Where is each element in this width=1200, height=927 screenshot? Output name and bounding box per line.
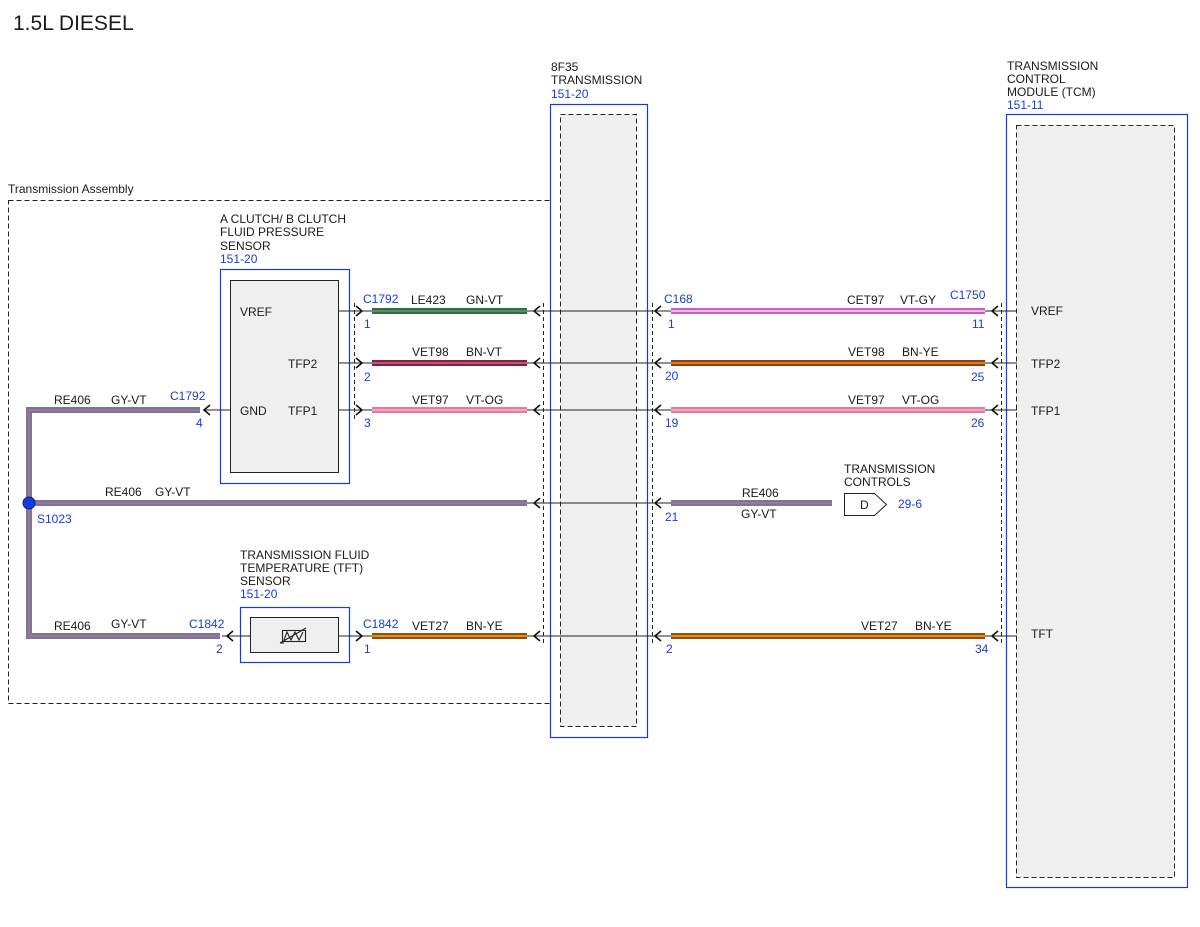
wire-vref-left-color: GN-VT <box>466 293 504 307</box>
c1792-pin-3: 3 <box>364 416 371 430</box>
wire-tft-gnd-color: GY-VT <box>111 617 147 631</box>
splice-point[interactable] <box>22 496 36 510</box>
wire-re406-ground-harness[interactable] <box>26 407 220 639</box>
c1792-left-pin: 4 <box>196 416 203 430</box>
tcm-pin-tft: TFT <box>1031 627 1054 641</box>
transmission-title-1: 8F35 <box>551 60 579 74</box>
pressure-sensor-title-3: SENSOR <box>220 239 271 253</box>
wire-tft-right-circuit: VET27 <box>861 619 898 633</box>
wire-tfp2-right-circuit: VET98 <box>848 345 885 359</box>
wire-gnd-right-color: GY-VT <box>741 507 777 521</box>
tcm-pin-tfp2: TFP2 <box>1031 357 1061 371</box>
wire-splice-circuit: RE406 <box>105 485 142 499</box>
tft-sensor <box>239 606 351 664</box>
wire-gnd-right-circuit: RE406 <box>742 486 779 500</box>
transmission-assembly-boundary <box>8 200 572 704</box>
c1750-pin-34: 34 <box>975 642 989 656</box>
tcm-pin-tfp1: TFP1 <box>1031 404 1061 418</box>
wire-tfp1-right-color: VT-OG <box>902 393 939 407</box>
wire-tft-left-color: BN-YE <box>466 619 503 633</box>
pass-through-lines <box>203 310 1017 637</box>
pressure-sensor-ref[interactable]: 151-20 <box>220 252 258 266</box>
c1792-left-name[interactable]: C1792 <box>170 389 206 403</box>
trans-controls-title-1: TRANSMISSION <box>844 462 935 476</box>
c1750-pin-25: 25 <box>971 370 985 384</box>
c1792-pin-2: 2 <box>364 370 371 384</box>
tcm-block <box>1005 113 1189 889</box>
pin-tfp2-sensor: TFP2 <box>288 357 318 371</box>
wire-tft-right-color: BN-YE <box>915 619 952 633</box>
c168-pin-1: 1 <box>668 317 675 331</box>
wire-tfp2-right-color: BN-YE <box>902 345 939 359</box>
assembly-label: Transmission Assembly <box>8 182 134 196</box>
tcm-title-2: CONTROL <box>1007 72 1066 86</box>
wire-tfp1-right-circuit: VET97 <box>848 393 885 407</box>
c1792-pin-1: 1 <box>364 317 371 331</box>
wire-vref-left-circuit: LE423 <box>411 293 446 307</box>
pin-vref-sensor: VREF <box>240 305 272 319</box>
wire-tfp1-left-circuit: VET97 <box>412 393 449 407</box>
pressure-sensor <box>219 268 351 485</box>
transmission-ref[interactable]: 151-20 <box>551 87 589 101</box>
splice-label[interactable]: S1023 <box>37 512 72 526</box>
tft-sensor-title-3: SENSOR <box>240 574 291 588</box>
tcm-pin-vref: VREF <box>1031 304 1063 318</box>
c1842-right-name[interactable]: C1842 <box>363 617 399 631</box>
wire-splice-color: GY-VT <box>155 485 191 499</box>
wire-gnd-top-color: GY-VT <box>111 393 147 407</box>
pressure-sensor-title-1: A CLUTCH/ B CLUTCH <box>220 212 346 226</box>
tft-sensor-title-1: TRANSMISSION FLUID <box>240 548 370 562</box>
wire-vref-right-color: VT-GY <box>900 293 936 307</box>
c1842-right-pin: 1 <box>364 642 371 656</box>
c168-name[interactable]: C168 <box>664 292 693 306</box>
connector-arrows <box>202 305 999 642</box>
pin-tfp1-sensor: TFP1 <box>288 404 318 418</box>
c1842-left-name[interactable]: C1842 <box>189 617 225 631</box>
tcm-title-3: MODULE (TCM) <box>1007 85 1096 99</box>
tcm-title-1: TRANSMISSION <box>1007 59 1098 73</box>
c168-pin-20: 20 <box>665 369 679 383</box>
transmission-title-2: TRANSMISSION <box>551 73 642 87</box>
wire-tfp1-left-color: VT-OG <box>466 393 503 407</box>
wire-tft-gnd-circuit: RE406 <box>54 619 91 633</box>
c168-pin-21: 21 <box>665 510 679 524</box>
wire-tft-left-circuit: VET27 <box>412 619 449 633</box>
c1750-pin-26: 26 <box>971 416 985 430</box>
trans-controls-ref[interactable]: 29-6 <box>898 497 922 511</box>
pressure-sensor-title-2: FLUID PRESSURE <box>220 225 324 239</box>
trans-controls-symbol: D <box>860 498 869 512</box>
trans-controls-title-2: CONTROLS <box>844 475 911 489</box>
c1792-right-name[interactable]: C1792 <box>363 292 399 306</box>
c1842-left-pin: 2 <box>216 642 223 656</box>
trans-controls-arrow-icon[interactable] <box>844 493 888 516</box>
thermistor-icon <box>279 627 307 644</box>
transmission-block <box>549 103 649 739</box>
tft-sensor-ref[interactable]: 151-20 <box>240 587 278 601</box>
c168-pin-19: 19 <box>665 416 679 430</box>
wire-tfp2-left-color: BN-VT <box>466 345 503 359</box>
tft-sensor-title-2: TEMPERATURE (TFT) <box>240 561 363 575</box>
pin-gnd-sensor: GND <box>240 404 267 418</box>
wire-vref-right-circuit: CET97 <box>847 293 885 307</box>
wire-tfp2-left-circuit: VET98 <box>412 345 449 359</box>
c1750-name[interactable]: C1750 <box>950 288 986 302</box>
tcm-ref[interactable]: 151-11 <box>1007 98 1044 112</box>
wire-gnd-top-circuit: RE406 <box>54 393 91 407</box>
page-title: 1.5L DIESEL <box>13 12 134 35</box>
c1750-pin-11: 11 <box>972 317 985 331</box>
c168-pin-2: 2 <box>666 642 673 656</box>
